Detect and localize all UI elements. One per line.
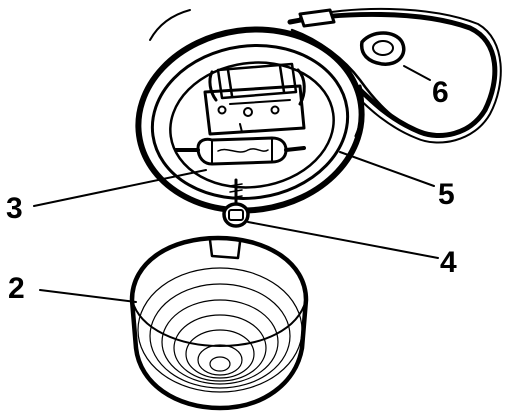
leader-line-4	[247, 221, 439, 259]
bulb-holder	[203, 62, 306, 136]
leader-lines	[33, 65, 439, 303]
lamp-lens	[129, 235, 309, 411]
callout-2: 2	[8, 272, 25, 305]
callout-6: 6	[432, 76, 449, 109]
mounting-screw	[222, 178, 250, 228]
leader-line-5	[339, 151, 435, 187]
callout-3: 3	[6, 192, 23, 225]
callout-4: 4	[440, 246, 457, 279]
connector-plug	[298, 8, 406, 66]
leader-line-2	[39, 289, 137, 303]
leader-line-3	[33, 169, 207, 207]
callout-5: 5	[438, 178, 455, 211]
festoon-bulb	[174, 136, 306, 166]
leader-line-6	[403, 65, 431, 81]
